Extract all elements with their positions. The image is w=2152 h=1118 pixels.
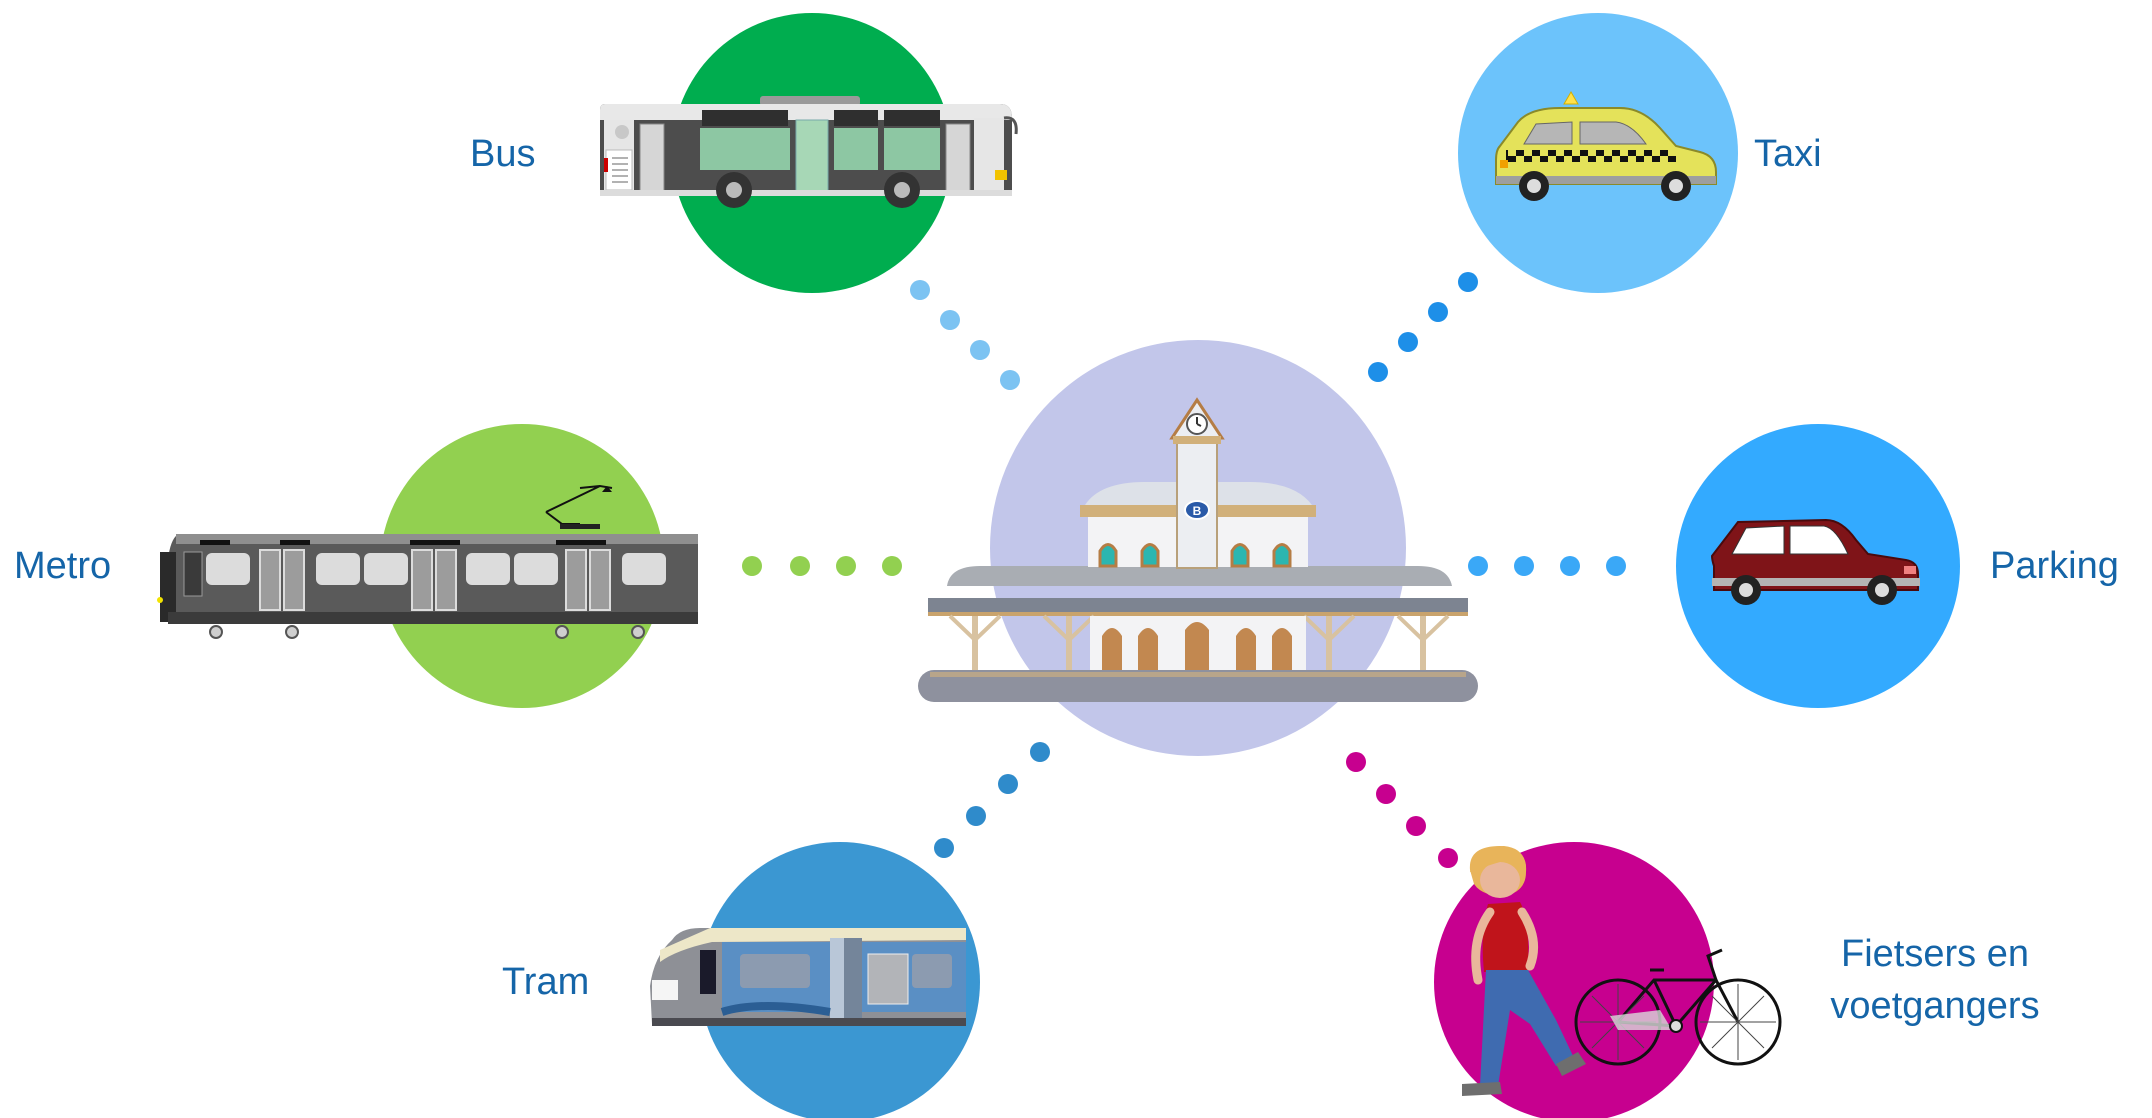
taxi-checker-square [1604,150,1612,156]
taxi-checker-square [1580,156,1588,162]
taxi-checker-square [1636,150,1644,156]
parking-label: Parking [1990,545,2119,587]
pedestrian-dot [1438,848,1458,868]
tram-dot [966,806,986,826]
taxi-dot [1458,272,1478,292]
taxi-checker-square [1532,156,1540,162]
taxi-checker-square [1564,156,1572,162]
taxi-checker-square [1524,150,1532,156]
taxi-checker-square [1596,156,1604,162]
pedestrian-dot [1376,784,1396,804]
taxi-checker-square [1516,156,1524,162]
tram-dot [934,838,954,858]
bus-dot [910,280,930,300]
train-station-icon: B [918,397,1478,702]
tram-connector-dots [934,742,1050,858]
taxi-checker-square [1652,150,1660,156]
taxi-dot [1428,302,1448,322]
bus-dot [940,310,960,330]
taxi-dot [1398,332,1418,352]
metro-dot [742,556,762,576]
taxi-checker-square [1628,156,1636,162]
taxi-label: Taxi [1754,133,1822,175]
pedestrian-dot [1406,816,1426,836]
taxi-checker-square [1612,156,1620,162]
taxi-dot [1368,362,1388,382]
taxi-checker-square [1508,150,1516,156]
pedestrians-label-line2: voetgangers [1830,985,2040,1027]
parking-label-box: Parking [1990,545,2119,587]
parking-dot [1468,556,1488,576]
pedestrian-connector-dots [1346,752,1458,868]
taxi-checker-square [1660,156,1668,162]
taxi-icon [1495,91,1717,201]
pedestrians-label-box: Fietsers en voetgangers [1830,933,2040,1027]
tram-label: Tram [502,961,590,1003]
svg-text:B: B [1193,504,1202,518]
metro-dot [882,556,902,576]
bus-connector-dots [910,280,1020,390]
tram-icon [650,928,966,1026]
taxi-checker-square [1644,156,1652,162]
parking-dot [1514,556,1534,576]
tram-dot [998,774,1018,794]
tram-label-box: Tram [502,961,590,1003]
metro-train-icon [157,484,698,639]
bus-dot [970,340,990,360]
taxi-checker-square [1668,150,1676,156]
metro-label: Metro [14,545,112,587]
taxi-connector-dots [1368,272,1478,382]
taxi-checker-square [1572,150,1580,156]
parking-dot [1560,556,1580,576]
bus-dot [1000,370,1020,390]
taxi-label-box: Taxi [1754,133,1822,175]
bus-label: Bus [470,133,536,175]
taxi-checker-square [1540,150,1548,156]
taxi-checker-square [1548,156,1556,162]
taxi-checker-square [1620,150,1628,156]
metro-label-box: Metro [14,545,112,587]
pedestrians-label-line1: Fietsers en [1841,933,2029,975]
taxi-checker-square [1588,150,1596,156]
tram-dot [1030,742,1050,762]
walking-person-bicycle-icon [1462,846,1782,1096]
car-icon [1710,518,1920,605]
pedestrian-dot [1346,752,1366,772]
metro-dot [836,556,856,576]
parking-dot [1606,556,1626,576]
metro-connector-dots [742,556,902,576]
parking-connector-dots [1468,556,1626,576]
bus-label-box: Bus [470,133,536,175]
bus-icon [600,96,1018,208]
taxi-checker-square [1556,150,1564,156]
metro-dot [790,556,810,576]
